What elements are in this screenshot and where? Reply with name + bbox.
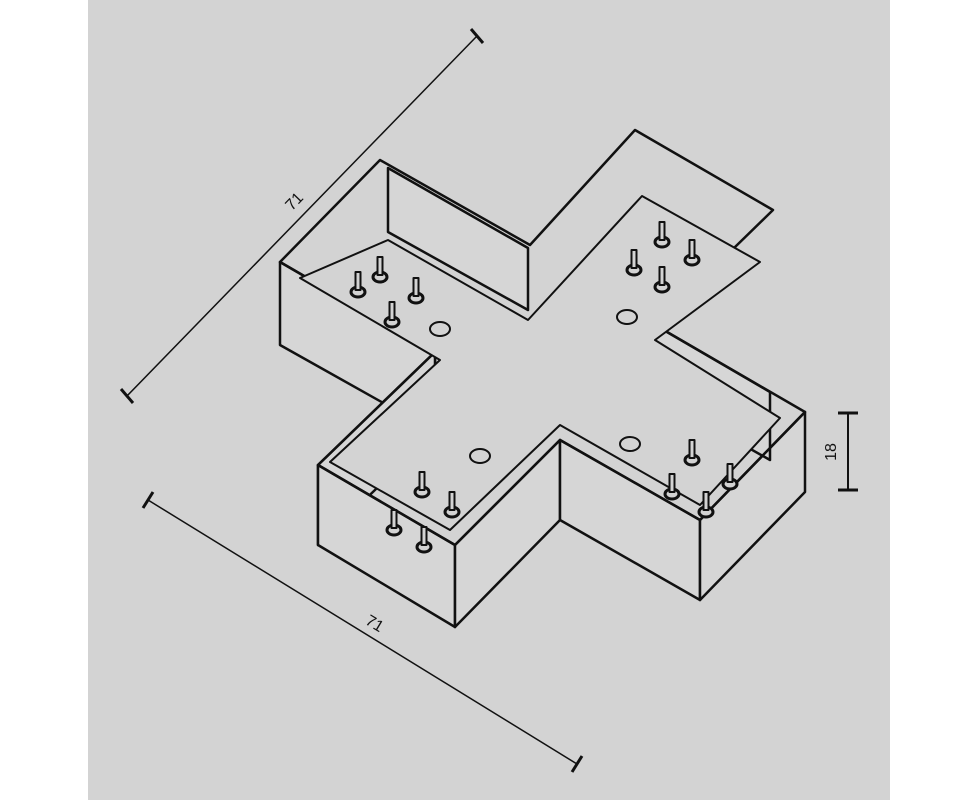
pin-shaft bbox=[658, 266, 666, 286]
dimension-label-bottom: 71 bbox=[362, 612, 386, 636]
hole bbox=[616, 309, 638, 325]
dimension-bottom bbox=[141, 491, 584, 773]
pin-shaft bbox=[418, 471, 426, 491]
pin-shaft bbox=[448, 491, 456, 511]
dimension-top bbox=[119, 28, 485, 404]
pin-shaft bbox=[688, 439, 696, 459]
pin-shaft bbox=[658, 221, 666, 241]
pin-shaft bbox=[376, 256, 384, 276]
holes bbox=[429, 309, 641, 464]
dimension-label-height: 18 bbox=[823, 443, 840, 461]
hole bbox=[619, 436, 641, 452]
pin-shaft bbox=[354, 271, 362, 291]
pin-shaft bbox=[668, 473, 676, 493]
pin-shaft bbox=[390, 509, 398, 529]
hole bbox=[469, 448, 491, 464]
hole bbox=[429, 321, 451, 337]
pin-shaft bbox=[630, 249, 638, 269]
pin-shaft bbox=[420, 526, 428, 546]
pin-shaft bbox=[702, 491, 710, 511]
pin-shaft bbox=[726, 463, 734, 483]
pin-shaft bbox=[688, 239, 696, 259]
pins bbox=[349, 221, 739, 554]
face-back-wall bbox=[386, 166, 530, 312]
pin-shaft bbox=[412, 277, 420, 297]
dimension-label-top: 71 bbox=[282, 189, 307, 214]
dimension-height bbox=[838, 411, 858, 492]
pin-shaft bbox=[388, 301, 396, 321]
